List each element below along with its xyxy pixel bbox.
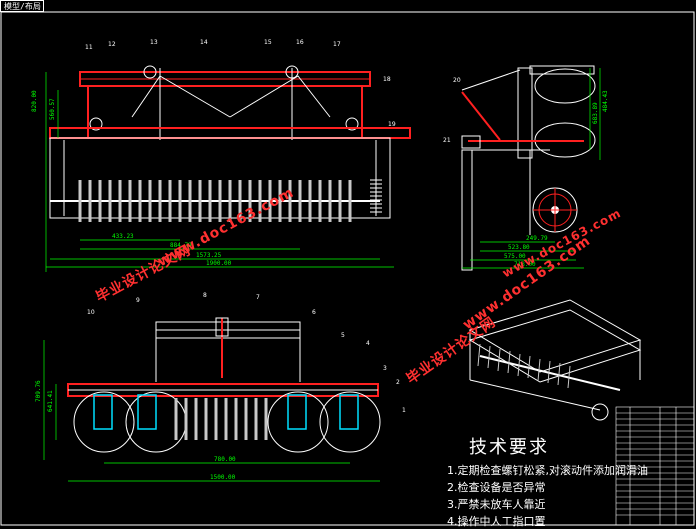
dim-side-h3: 575.00 xyxy=(504,253,526,260)
dim-side-v1: 683.89 xyxy=(592,102,599,124)
tech-requirement-1: 1.定期检查螺钉松紧,对滚动件添加润滑油 xyxy=(447,464,648,477)
svg-text:4: 4 xyxy=(366,340,370,347)
dim-side-h1: 249.79 xyxy=(526,235,548,242)
tech-requirement-2: 2.检查设备是否异常 xyxy=(447,481,546,494)
dim-side-h4: 718.00 xyxy=(514,261,536,268)
svg-text:12: 12 xyxy=(108,41,116,48)
dim-front-h1: 433.23 xyxy=(112,233,134,240)
svg-text:15: 15 xyxy=(264,39,272,46)
dim-front-v2: 560.57 xyxy=(49,98,56,120)
svg-text:8: 8 xyxy=(203,292,207,299)
svg-text:11: 11 xyxy=(85,44,93,51)
svg-text:2: 2 xyxy=(396,379,400,386)
dim-bottom-h1: 780.00 xyxy=(214,456,236,463)
svg-text:3: 3 xyxy=(383,365,387,372)
svg-text:17: 17 xyxy=(333,41,341,48)
dim-bottom-h2: 1500.00 xyxy=(210,474,236,481)
dim-side-h2: 523.80 xyxy=(508,244,530,251)
side-view xyxy=(461,65,601,271)
svg-text:13: 13 xyxy=(150,39,158,46)
svg-text:5: 5 xyxy=(341,332,345,339)
svg-text:1: 1 xyxy=(402,407,406,414)
svg-text:14: 14 xyxy=(200,39,208,46)
dim-bottom-v1: 709.76 xyxy=(35,380,42,402)
svg-text:7: 7 xyxy=(256,294,260,301)
dim-front-h4: 1900.00 xyxy=(206,260,232,267)
tech-requirements-title: 技术要求 xyxy=(469,437,549,458)
tech-requirement-3: 3.严禁未放车人靠近 xyxy=(447,498,546,511)
layout-tab[interactable]: 模型/布局 xyxy=(0,0,44,12)
front-main-beam xyxy=(49,127,411,139)
svg-text:20: 20 xyxy=(453,77,461,84)
bottom-view xyxy=(43,317,381,482)
dim-bottom-v2: 641.41 xyxy=(47,390,54,412)
front-view xyxy=(45,65,411,272)
dim-side-v2: 484.43 xyxy=(602,90,609,112)
dim-front-h2: 884.79 xyxy=(170,242,192,249)
svg-text:9: 9 xyxy=(136,297,140,304)
dim-front-v1: 820.00 xyxy=(31,90,38,112)
title-block xyxy=(615,406,695,526)
svg-text:16: 16 xyxy=(296,39,304,46)
svg-text:18: 18 xyxy=(383,76,391,83)
side-frame xyxy=(517,67,533,159)
svg-text:10: 10 xyxy=(87,309,95,316)
svg-text:21: 21 xyxy=(443,137,451,144)
drawing-border xyxy=(0,11,695,526)
front-blades xyxy=(78,180,352,222)
svg-text:6: 6 xyxy=(312,309,316,316)
svg-text:19: 19 xyxy=(388,121,396,128)
iso-view xyxy=(468,299,642,421)
tech-requirement-4: 4.操作中人工指口置 xyxy=(447,515,546,528)
dim-front-h3: 1573.25 xyxy=(196,252,222,259)
